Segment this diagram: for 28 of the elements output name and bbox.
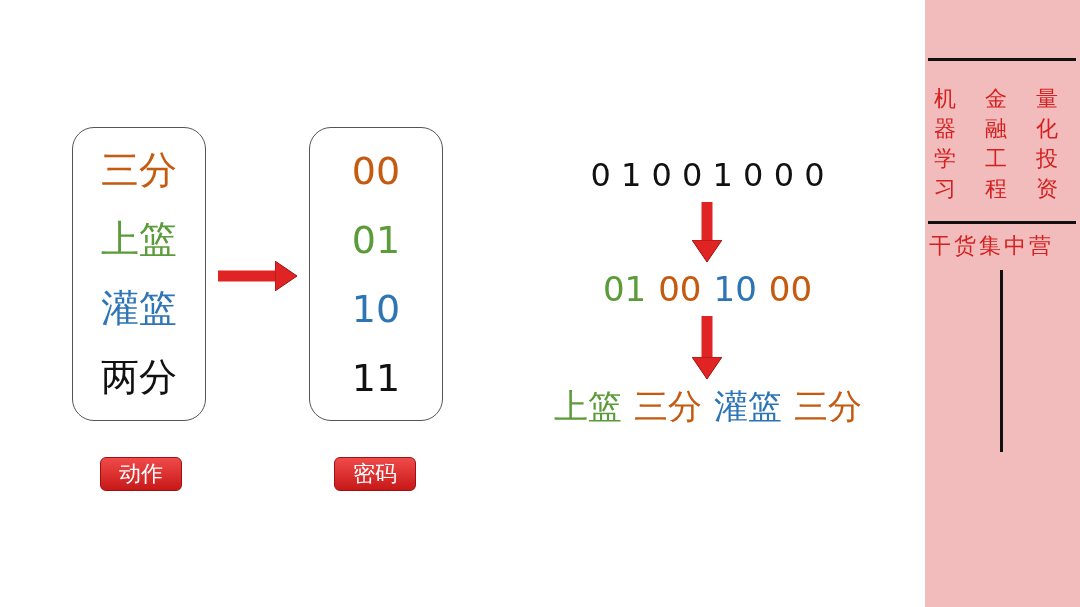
list-entry: 两分 — [100, 354, 178, 401]
list-entry: 01 — [350, 217, 402, 262]
slogan-text: 金融工程 — [985, 85, 1008, 203]
action-word: 三分 — [793, 385, 862, 428]
list-entry: 00 — [350, 148, 402, 193]
slogan-text: 机器学习 — [934, 85, 957, 203]
caption-badge: 动作 — [100, 457, 182, 491]
list-entry: 10 — [350, 286, 402, 331]
binary-code: 01 — [602, 269, 647, 309]
binary-code: 00 — [658, 269, 702, 309]
binary-code: 00 — [768, 269, 813, 309]
list-entry: 灌篮 — [100, 285, 178, 332]
action-word: 三分 — [633, 385, 702, 428]
list-entry: 上篮 — [100, 216, 178, 263]
binary-code: 0 1 0 0 1 0 0 0 — [590, 156, 825, 194]
slogan-text: 干货集中营 — [929, 232, 1054, 260]
binary-code: 10 — [713, 269, 757, 309]
action-list-box — [72, 127, 206, 421]
code-list-box — [309, 127, 443, 421]
arrow — [218, 260, 298, 292]
list-entry: 11 — [350, 355, 402, 400]
caption-badge: 密码 — [334, 457, 416, 491]
action-word: 上篮 — [553, 385, 622, 428]
arrow — [691, 202, 723, 263]
arrow — [691, 316, 723, 380]
action-word: 灌篮 — [713, 385, 782, 428]
list-entry: 三分 — [100, 147, 178, 194]
slogan-text: 量化投资 — [1036, 85, 1059, 203]
